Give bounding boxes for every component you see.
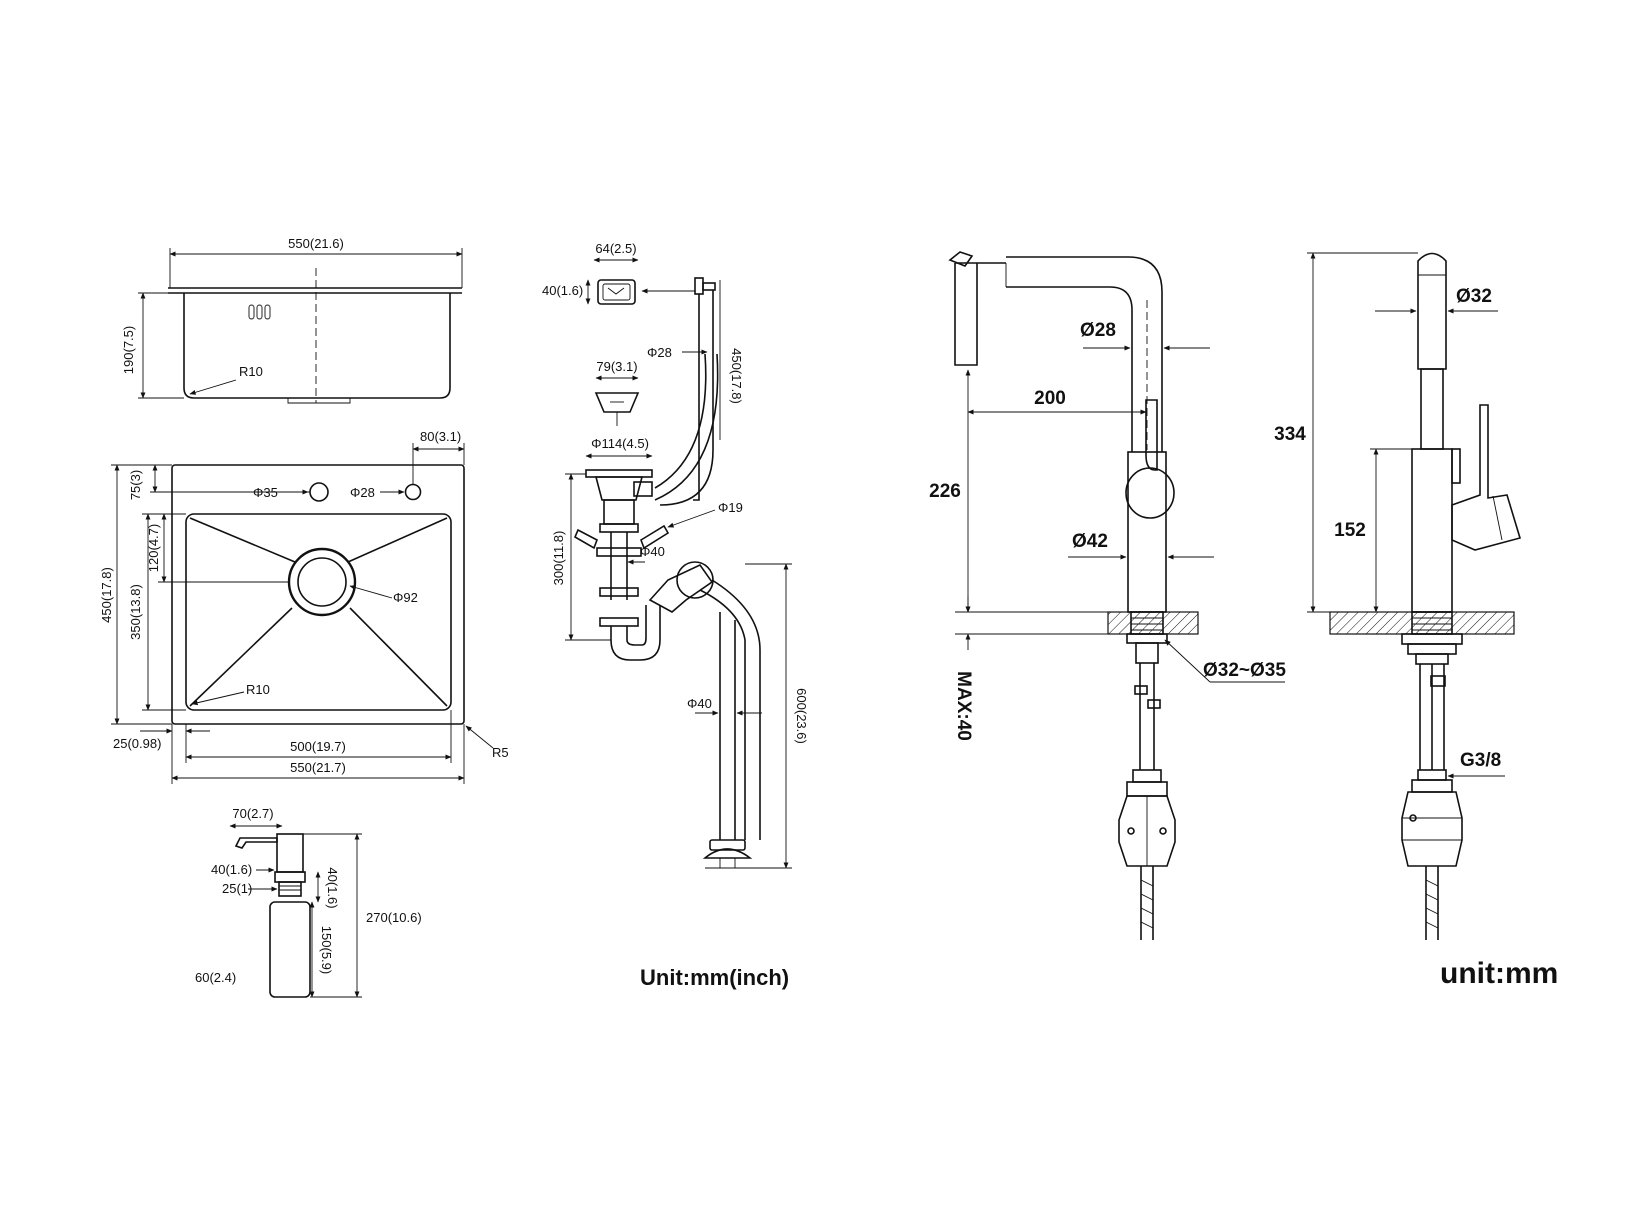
hole-small-label: Φ28	[350, 485, 375, 500]
top-radius-label: R10	[246, 682, 270, 697]
dispenser-bottle-label: 150(5.9)	[319, 926, 334, 974]
strainer-width-label: 79(3.1)	[596, 359, 637, 374]
side-inlet-label: Φ19	[718, 500, 743, 515]
drain-diameter-label: Φ92	[393, 590, 418, 605]
deck-max-label: MAX:40	[953, 671, 974, 741]
tap-hole-35	[309, 482, 329, 502]
trap-height-label: 300(11.8)	[551, 531, 566, 586]
hole-range-label: Ø32~Ø35	[1203, 660, 1286, 681]
drain-unit-label: Unit:mm(inch)	[640, 965, 789, 990]
outlet-hose-label: Φ40	[687, 696, 712, 711]
inner-width-label: 500(19.7)	[290, 739, 346, 754]
trap-pipe-label: Φ40	[640, 544, 665, 559]
sink-front-width-label: 550(21.6)	[288, 236, 344, 251]
strainer-flange-label: Φ114(4.5)	[591, 436, 649, 451]
dispenser-spout-label: 70(2.7)	[232, 806, 273, 821]
sink-front-radius-label: R10	[239, 364, 263, 379]
outer-length-label: 450(17.8)	[99, 567, 114, 623]
outer-width-label: 550(21.7)	[290, 760, 346, 775]
faucet-side-view: Ø28 200 226 Ø42 MAX:40 Ø32~Ø35	[929, 251, 1286, 940]
total-height-label: 334	[1274, 424, 1306, 445]
countertop-side	[1107, 611, 1199, 635]
overflow-height-label: 40(1.6)	[542, 283, 583, 298]
body-diameter-label: Ø42	[1072, 531, 1108, 552]
reach-label: 200	[1034, 388, 1066, 409]
overflow-length-label: 450(17.8)	[729, 348, 744, 404]
overflow-hose-label: Φ28	[647, 345, 672, 360]
countertop-front	[1329, 611, 1515, 635]
overflow-slot-1	[248, 304, 255, 320]
hole-large-label: Φ35	[253, 485, 278, 500]
outlet-length-label: 600(23.6)	[794, 688, 809, 744]
dispenser-thread-label: 25(1)	[222, 881, 252, 896]
sink-front-depth-label: 190(7.5)	[121, 326, 136, 374]
drain-circle-outer	[287, 547, 357, 617]
sink-front-view: 550(21.6) 190(7.5) R10	[121, 236, 463, 404]
overflow-width-label: 64(2.5)	[595, 241, 636, 256]
corner-radius-label: R5	[492, 745, 509, 760]
drain-circle-inner	[297, 557, 347, 607]
body-height-label: 152	[1334, 520, 1366, 541]
faucet-unit-label: unit:mm	[1440, 957, 1558, 990]
dispenser-neck-label: 40(1.6)	[325, 867, 340, 908]
tap-hole-28	[404, 483, 422, 501]
flange-label: 25(0.98)	[113, 736, 161, 751]
dispenser-total-label: 270(10.6)	[366, 910, 422, 925]
soap-dispenser: 70(2.7) 40(1.6) 25(1) 40(1.6) 150(5.9) 2…	[195, 806, 422, 998]
connector-label: G3/8	[1460, 750, 1501, 771]
drain-kit: 64(2.5) 40(1.6) Φ28 450(17.8) 79(3.1) Φ1…	[542, 241, 809, 990]
overflow-slot-3	[264, 304, 271, 320]
dispenser-cap-label: 40(1.6)	[211, 862, 252, 877]
overflow-cover	[597, 279, 636, 305]
faucet-front-view: Ø32 334 152 G3/8 unit:mm	[1274, 252, 1558, 990]
sink-top-view: Φ35 Φ28 80(3.1) 75(3) 120(4.7) 350(13.8)…	[99, 429, 509, 784]
dispenser-diameter-label: 60(2.4)	[195, 970, 236, 985]
inner-length-label: 350(13.8)	[128, 584, 143, 640]
offset-top-label: 75(3)	[128, 470, 143, 500]
head-diameter-label: Ø32	[1456, 286, 1492, 307]
spout-tube-label: Ø28	[1080, 320, 1116, 341]
overflow-slot-2	[256, 304, 263, 320]
height-label: 226	[929, 481, 961, 502]
offset-right-label: 80(3.1)	[420, 429, 461, 444]
